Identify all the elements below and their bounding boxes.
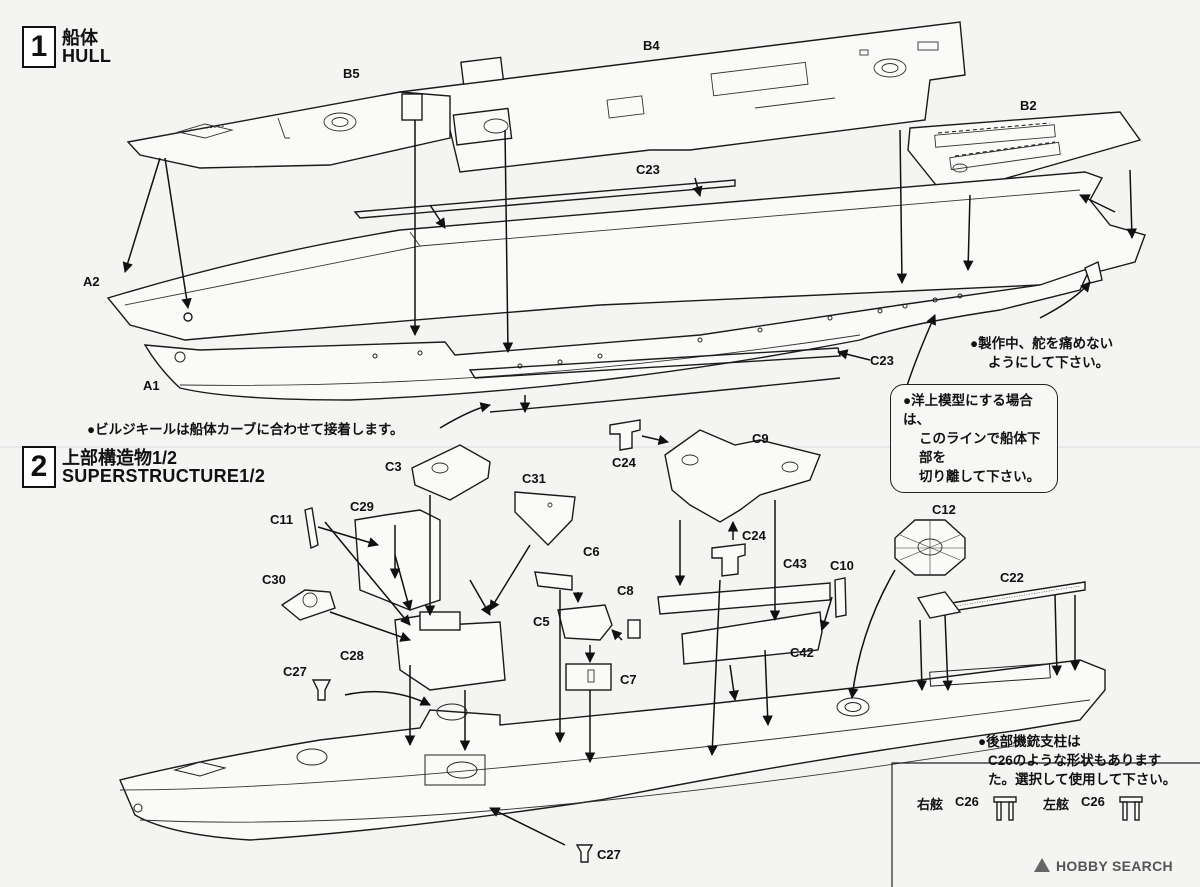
label-c27-lower: C27 [597,847,621,862]
part-c6 [534,571,573,591]
part-c30 [280,589,336,621]
step1-title-en: HULL [62,46,112,66]
part-a1-hull [143,266,1092,401]
label-a2: A2 [83,274,100,289]
a1-waterline [179,334,861,386]
note-aa-support: ●後部機銃支柱は C26のような形状もあります た。選択して使用して下さい。 [978,732,1176,789]
label-b2: B2 [1020,98,1037,113]
note-waterline-callout: ●洋上模型にする場合は、 このラインで船体下部を 切り離して下さい。 [890,384,1058,493]
label-a1: A1 [143,378,160,393]
label-c28: C28 [340,648,364,663]
variant-inset-frame [891,762,1200,887]
part-c22 [944,581,1086,613]
label-c11: C11 [270,512,294,527]
step1-arrows [122,120,1137,429]
label-c31: C31 [522,471,546,486]
label-c23-upper: C23 [636,162,660,177]
note-aa-line3: た。選択して使用して下さい。 [988,772,1177,787]
label-c27-upper: C27 [283,664,307,679]
label-c26-starboard: C26 [955,794,979,809]
watermark: HOBBY SEARCH [1056,858,1173,874]
part-c31 [514,491,576,547]
part-c7 [565,663,612,691]
part-c8 [627,619,641,639]
rudder [1084,261,1103,284]
part-b4-deck [398,21,966,173]
label-b5: B5 [343,66,360,81]
note-waterline-line2: このラインで船体下部を [919,431,1041,465]
label-c6: C6 [583,544,600,559]
step2-deck-details [133,663,1051,813]
label-c24-upper: C24 [612,455,636,470]
step1-title-ja: 船体 [62,28,98,48]
label-c23-lower: C23 [870,353,894,368]
label-c26-port: C26 [1081,794,1105,809]
label-c22: C22 [1000,570,1024,585]
hobby-search-logo-icon [1034,858,1050,872]
note-bilge-keel: ●ビルジキールは船体カーブに合わせて接着します。 [87,422,404,437]
b5-deck-details [176,93,423,139]
note-rudder-line1: ●製作中、舵を痛めない [970,336,1114,351]
bow-fitting [183,312,193,322]
label-c12: C12 [932,502,956,517]
step2-arrows [317,434,1081,846]
label-c42: C42 [790,645,814,660]
step2-title-ja: 上部構造物1/2 [62,448,178,468]
label-starboard: 右舷 [917,797,944,812]
c26-starboard-icon [993,796,1017,821]
note-waterline-line3: 切り離して下さい。 [919,469,1041,484]
step2-deck-edge [119,699,1091,791]
label-c3: C3 [385,459,402,474]
note-waterline-line1: ●洋上模型にする場合は、 [903,393,1033,427]
step2-waterline [139,744,1021,823]
bilge-keel-curve [489,377,841,413]
part-c27-upper [311,679,332,701]
part-c23-upper [353,179,736,219]
part-c24-upper [609,419,641,451]
note-rudder: ●製作中、舵を痛めない ようにして下さい。 [970,334,1113,372]
a1-portholes [174,293,963,369]
part-c5 [557,604,613,641]
note-rudder-line2: ようにして下さい。 [988,355,1110,370]
label-b4: B4 [643,38,660,53]
label-c10: C10 [830,558,854,573]
label-port: 左舷 [1043,797,1070,812]
part-c12 [894,519,966,576]
part-b5-deck [126,91,451,169]
part-c29 [354,509,441,611]
label-c30: C30 [262,572,286,587]
label-c5: C5 [533,614,550,629]
c22-bracket [916,591,962,619]
label-c43: C43 [783,556,807,571]
c26-port-icon [1119,796,1143,821]
part-c10 [834,577,847,618]
part-c24-lower [711,543,746,577]
label-c29: C29 [350,499,374,514]
note-aa-line1: ●後部機銃支柱は [978,734,1081,749]
a2-sheer-line [124,189,1081,306]
step2-hull [119,659,1106,841]
step1-number: 1 [22,26,56,68]
part-c9 [664,429,821,523]
step2-title-en: SUPERSTRUCTURE1/2 [62,466,266,486]
part-c27-lower [575,844,594,863]
part-c11 [304,507,319,549]
note-aa-line2: C26のような形状もあります [988,753,1162,768]
step2-number: 2 [22,446,56,488]
label-c7: C7 [620,672,637,687]
label-c9: C9 [752,431,769,446]
b4-deck-details [452,41,939,146]
b2-deck-details [934,122,1061,173]
part-c43 [657,582,831,615]
label-c8: C8 [617,583,634,598]
c28-bridge-windows [419,611,461,631]
label-c24-lower: C24 [742,528,766,543]
part-c3 [411,444,491,501]
part-a2-hull [106,171,1146,341]
